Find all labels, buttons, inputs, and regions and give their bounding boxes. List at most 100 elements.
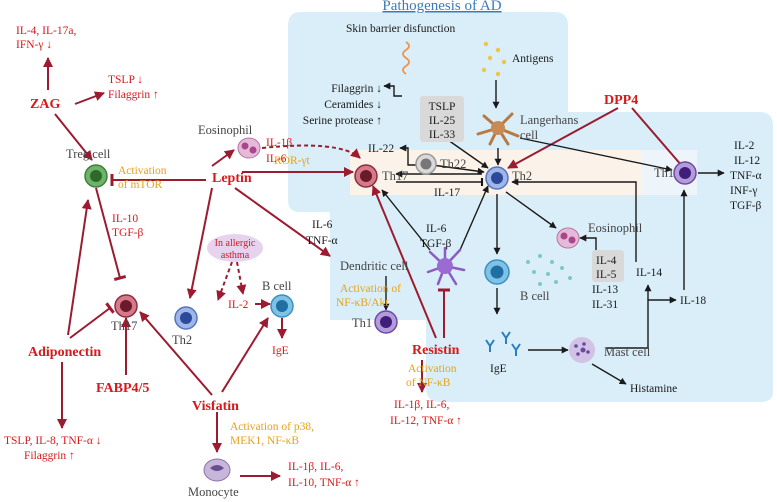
il18-label: IL-18 (680, 295, 706, 307)
arrow-asthma-il2 (236, 261, 247, 295)
arrow-il14-th2 (511, 178, 637, 262)
dendritic-activation-1: Activation of (340, 283, 401, 295)
diagram-title: Pathogenesis of AD (382, 0, 501, 14)
zag-label: ZAG (30, 97, 60, 112)
arrow-adipo-treg (67, 199, 92, 336)
arrow-leptin-th2 (186, 187, 213, 299)
adiponectin-label: Adiponectin (28, 345, 101, 360)
th1-dendritic-label: Th1 (352, 316, 372, 330)
th17-mid-label: Th17 (382, 169, 408, 183)
th1-cyto-3: TNF-α (730, 170, 762, 182)
th22-label: Th22 (440, 157, 466, 171)
treg-il10-2: TGF-β (112, 227, 144, 239)
th2-cytokine-box (592, 250, 624, 282)
inhibit-treg-th17 (95, 187, 127, 281)
skin-region (288, 12, 773, 402)
eosinophil-left-cyto-2: IL-6 (266, 153, 287, 165)
dendritic-right-cyto-2: TGF-β (420, 238, 452, 250)
eosinophil-right-icon (556, 227, 580, 249)
resistin-effect-2: IL-12, TNF-α ↑ (390, 415, 462, 427)
mast-cell-label: Mast cell (604, 345, 651, 359)
th1-cyto-5: TGF-β (730, 200, 762, 212)
resistin-activation-1: Activation (408, 363, 457, 375)
eosinophil-left-icon (237, 137, 261, 159)
adiponectin-effect-1: TSLP, IL-8, TNF-α ↓ (4, 435, 102, 447)
arrow-resistin-th17 (371, 185, 437, 339)
th2-cyto-4: IL-31 (592, 299, 618, 311)
arrow-leptin-dendritic (234, 187, 331, 257)
dendritic-left-cyto-2: TNF-α (306, 235, 338, 247)
ige-left-label: IgE (272, 345, 289, 357)
il22-label: IL-22 (368, 143, 394, 155)
arrow-zag-treg (54, 113, 93, 161)
th2-mid-label: Th2 (512, 169, 532, 183)
monocyte-label: Monocyte (188, 485, 239, 499)
asthma-label-1: In allergic (215, 238, 256, 249)
treg-activation-2: of mTOR (118, 179, 163, 191)
arrow-asthma-th2 (216, 261, 233, 301)
eosinophil-right-label: Eosinophil (588, 221, 643, 235)
secretion-dots-icon (526, 254, 572, 286)
eosinophil-left-label: Eosinophil (198, 123, 253, 137)
barrier-effect-3: Serine protease ↑ (303, 115, 382, 127)
leptin-label: Leptin (212, 171, 252, 186)
bcell-left-label: B cell (262, 279, 292, 293)
th2-cyto-1: IL-4 (596, 255, 617, 267)
th2-left-label: Th2 (172, 333, 192, 347)
arrow-skin-effects (383, 82, 402, 97)
eosinophil-left-cyto-1: IL-1β (266, 137, 292, 149)
arrow-leptin-eosinophil (211, 149, 235, 167)
zag-right-effect-2: Filaggrin ↑ (108, 89, 159, 101)
inhibit-dpp4-th1 (631, 107, 688, 172)
skin-cytokine-box (420, 96, 464, 142)
monocyte-effect-1: IL-1β, IL-6, (288, 461, 343, 473)
dendritic-left-cyto-1: IL-6 (312, 219, 333, 231)
visfatin-activation-1: Activation of p38, (230, 421, 314, 433)
th2-cyto-3: IL-13 (592, 284, 618, 296)
arrow-langerhans-th1 (519, 137, 673, 173)
skin-barrier-icon (402, 41, 410, 75)
arrow-th2-eosinophil (505, 191, 557, 229)
arrow-th22-th2 (431, 164, 485, 175)
barrier-effect-2: Ceramides ↓ (324, 99, 382, 111)
histamine-label: Histamine (630, 383, 677, 395)
arrow-mast-histamine (591, 363, 627, 385)
il17-label: IL-17 (434, 187, 460, 199)
th1-cyto-4: INF-γ (730, 185, 757, 197)
arrow-dpp4-th2 (507, 107, 619, 169)
arrow-visfatin-th17 (139, 311, 213, 396)
inhibit-adipo-th17 (69, 302, 115, 339)
arrow-visfatin-bcell (221, 317, 269, 393)
treg-il10-1: IL-10 (112, 213, 138, 225)
arrow-mast-il18 (606, 296, 677, 349)
il2-label: IL-2 (228, 299, 249, 311)
arrow-eosinophil-th17 (261, 144, 361, 159)
leptin-ror-label: ROR-γt (274, 155, 311, 167)
arrow-cytokines-th2 (447, 139, 489, 169)
antigens-label: Antigens (512, 53, 554, 65)
skin-cyto-2: IL-25 (429, 115, 455, 127)
antigen-dots-icon (481, 41, 507, 77)
th1-cyto-1: IL-2 (734, 140, 755, 152)
zag-up-effect-2: IFN-γ ↓ (16, 39, 52, 51)
arrow-th22-il22 (399, 144, 418, 166)
treg-label: Treg cell (66, 147, 111, 161)
skin-cyto-3: IL-33 (429, 129, 455, 141)
adiponectin-effect-2: Filaggrin ↑ (24, 450, 75, 462)
th2-cyto-2: IL-5 (596, 269, 617, 281)
visfatin-activation-2: MEK1, NF-κB (230, 435, 299, 447)
arrow-dendritic-th17 (381, 189, 431, 251)
barrier-effect-1: Filaggrin ↓ (331, 83, 382, 95)
dpp4-label: DPP4 (604, 93, 638, 108)
il14-label: IL-14 (636, 267, 662, 279)
fabp-label: FABP4/5 (96, 381, 149, 396)
bcell-right-label: B cell (520, 289, 550, 303)
langerhans-label-1: Langerhans (520, 113, 578, 127)
th1-right-label: Th1 (654, 166, 674, 180)
th17-left-label: Th17 (111, 319, 137, 333)
ige-antibody-icon (485, 331, 521, 356)
resistin-label: Resistin (412, 343, 460, 358)
ige-right-label: IgE (490, 363, 507, 375)
arrow-zag-right (74, 91, 105, 105)
